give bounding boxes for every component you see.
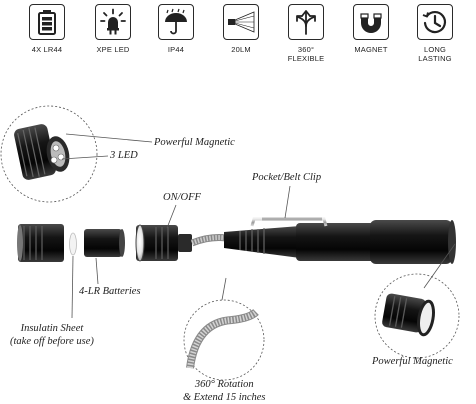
insulation-sheet	[69, 232, 77, 256]
callout-pocket-clip: Pocket/Belt Clip	[252, 172, 322, 183]
battery-stack	[84, 229, 125, 257]
callout-led: 3 LED	[110, 150, 138, 161]
light-beam-icon	[228, 11, 255, 33]
callout-batteries: 4-LR Batteries	[79, 286, 141, 297]
feature-label: IP44	[167, 45, 185, 54]
callout-leaders	[61, 133, 456, 319]
feature-label: 20LM	[231, 45, 251, 54]
magnet-end-zoom	[374, 273, 460, 359]
feature-label: 360° FLEXIBLE	[287, 45, 325, 63]
magnet-icon	[360, 13, 382, 33]
feature-label: MAGNET	[354, 45, 388, 54]
clock-icon	[422, 10, 447, 34]
feature-label: LONG LASTING	[418, 45, 452, 63]
feature-magnet: MAGNET	[341, 4, 401, 54]
callout-on-off: ON/OFF	[163, 192, 201, 203]
flexible-neck	[190, 234, 227, 247]
callout-insulation-sheet: Insulatin Sheet (take off before use)	[10, 323, 94, 347]
feature-battery: 4X LR44	[17, 4, 77, 54]
umbrella-rain-icon	[165, 8, 187, 35]
led-head-part	[135, 224, 192, 262]
led-head-zoom	[0, 105, 98, 203]
telescopic-body	[224, 217, 456, 264]
feature-led: XPE LED	[83, 4, 143, 54]
neck-zoom	[183, 299, 265, 381]
led-bulb-icon	[100, 8, 126, 35]
feature-label: 4X LR44	[31, 45, 63, 54]
feature-label: XPE LED	[96, 45, 130, 54]
feature-icon-row: 4X LR44 XPE LED	[0, 0, 476, 70]
feature-flexible: 360° FLEXIBLE	[276, 4, 336, 63]
battery-icon	[38, 10, 56, 35]
callout-rotation: 360° Rotation & Extend 15 inches	[183, 379, 266, 403]
feature-lumens: 20LM	[211, 4, 271, 54]
feature-long-lasting: LONG LASTING	[405, 4, 465, 63]
callout-powerful-magnetic-top: Powerful Magnetic	[154, 137, 235, 148]
callout-powerful-magnetic-bottom: Powerful Magnetic	[372, 356, 453, 367]
feature-ip44: IP44	[146, 4, 206, 54]
flexible-arrows-icon	[296, 10, 316, 35]
magnet-cap	[17, 224, 64, 262]
